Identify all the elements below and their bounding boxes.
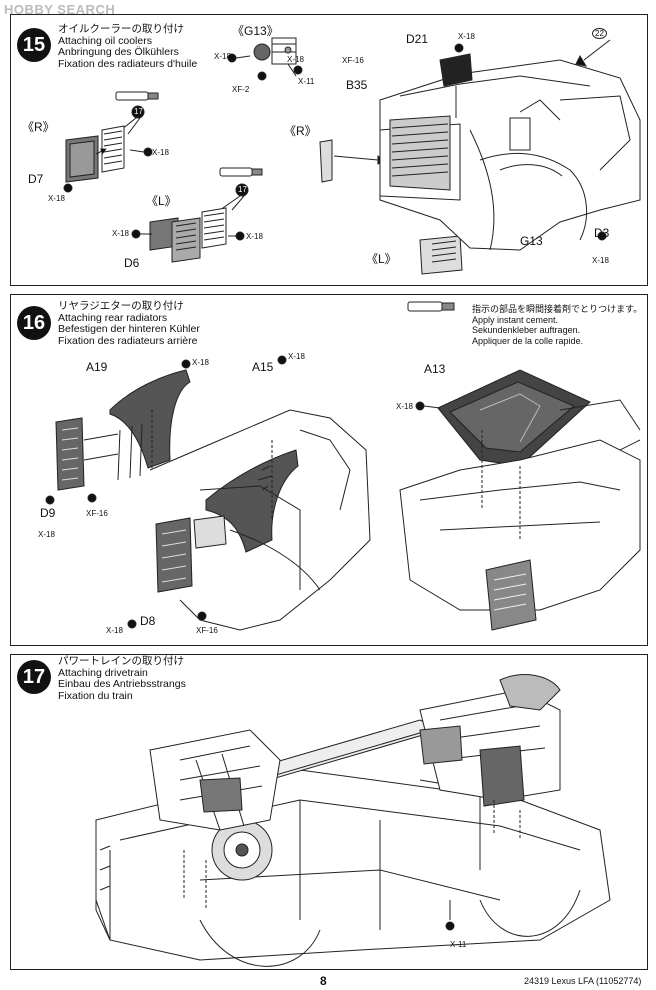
step-15-title-en: Attaching oil coolers xyxy=(58,34,152,47)
page-number: 8 xyxy=(320,974,327,988)
step-17-label-x11: X-11 xyxy=(450,940,467,949)
step-15-label-ref17-a: 17 xyxy=(134,107,143,116)
step-15-label-x18-e: X-18 xyxy=(112,229,129,238)
step-15-label-x18-b: X-18 xyxy=(287,55,304,64)
step-15-number: 15 xyxy=(17,28,51,62)
step-16-panel xyxy=(10,294,648,646)
step-15-titles: オイルクーラーの取り付け Attaching oil coolers Anbri… xyxy=(58,23,198,70)
step-15-label-g13-bracket: 《G13》 xyxy=(232,24,279,38)
step-15-label-d3: D3 xyxy=(594,226,610,240)
step-15-label-left-2: 《L》 xyxy=(366,252,397,266)
step-16-titles: リヤラジエターの取り付け Attaching rear radiators Be… xyxy=(58,300,200,347)
watermark: HOBBY SEARCH xyxy=(4,2,116,17)
step-16-cement-note: 指示の部品を瞬間接着剤でとりつけます。 Apply instant cement… xyxy=(472,304,642,346)
step-15-label-x18-h: X-18 xyxy=(592,256,609,265)
step-15-label-d7: D7 xyxy=(28,172,44,186)
step-15-label-x18-g: X-18 xyxy=(458,32,475,41)
step-17-panel xyxy=(10,654,648,970)
step-17-number: 17 xyxy=(17,660,51,694)
step-15-title-jp: オイルクーラーの取り付け xyxy=(58,23,184,35)
step-16-label-d8: D8 xyxy=(140,614,156,628)
step-15-illustration xyxy=(63,37,641,275)
step-15-label-g13: G13 xyxy=(520,234,543,248)
step-16-title-fr: Fixation des radiateurs arrière xyxy=(58,334,198,347)
step-16-title-jp: リヤラジエターの取り付け xyxy=(58,300,184,312)
step-16-title-en: Attaching rear radiators xyxy=(58,311,168,324)
step-16-label-x18-d: X-18 xyxy=(38,530,55,539)
step-15-label-ref22: 22 xyxy=(592,28,607,39)
step-16-note-fr: Appliquer de la colle rapide. xyxy=(472,335,584,346)
step-15-label-right-1: 《R》 xyxy=(22,120,55,134)
step-15-title-de: Anbringung des Ölkühlers xyxy=(58,46,179,58)
step-16-note-jp: 指示の部品を瞬間接着剤でとりつけます。 xyxy=(472,304,643,314)
step-16-number: 16 xyxy=(17,306,51,340)
step-16-label-d9: D9 xyxy=(40,506,56,520)
product-code: 24319 Lexus LFA (11052774) xyxy=(524,976,642,986)
step-17-title-en: Attaching drivetrain xyxy=(58,666,148,679)
step-15-label-xf16: XF-16 xyxy=(342,56,364,65)
step-16-label-a13: A13 xyxy=(424,362,446,376)
step-15-panel xyxy=(10,14,648,286)
step-16-label-x18-b: X-18 xyxy=(288,352,305,361)
step-15-label-d21: D21 xyxy=(406,32,429,46)
step-15-label-left-1: 《L》 xyxy=(146,194,177,208)
step-15-label-right-2: 《R》 xyxy=(284,124,317,138)
step-16-label-xf16-b: XF-16 xyxy=(196,626,218,635)
step-17-titles: パワートレインの取り付け Attaching drivetrain Einbau… xyxy=(58,655,186,702)
step-17-title-jp: パワートレインの取り付け xyxy=(58,655,184,667)
step-17-title-de: Einbau des Antriebsstrangs xyxy=(58,678,186,690)
step-17-title-fr: Fixation du train xyxy=(58,689,133,702)
step-15-label-x18-d: X-18 xyxy=(48,194,65,203)
step-15-label-ref17-b: 17 xyxy=(238,185,247,194)
step-16-note-en: Apply instant cement. xyxy=(472,314,559,325)
step-16-label-xf16-a: XF-16 xyxy=(86,509,108,518)
step-16-label-x18-e: X-18 xyxy=(106,626,123,635)
step-15-label-x18-c: X-18 xyxy=(152,148,169,157)
step-15-title-fr: Fixation des radiateurs d'huile xyxy=(58,57,198,70)
step-15-label-xf2: XF-2 xyxy=(232,85,250,94)
step-17-illustration xyxy=(95,674,611,967)
step-16-label-a19: A19 xyxy=(86,360,108,374)
step-16-label-x18-c: X-18 xyxy=(396,402,413,411)
step-15-label-x18-f: X-18 xyxy=(246,232,263,241)
step-16-illustration xyxy=(45,301,641,631)
step-16-label-a15: A15 xyxy=(252,360,274,374)
step-15-label-d6: D6 xyxy=(124,256,140,270)
step-16-label-x18-a: X-18 xyxy=(192,358,209,367)
step-15-label-x18-a: X-18 xyxy=(214,52,231,61)
step-15-label-x11: X-11 xyxy=(298,77,315,86)
step-16-title-de: Befestigen der hinteren Kühler xyxy=(58,323,200,335)
step-16-note-de: Sekundenkleber auftragen. xyxy=(472,325,581,335)
step-15-label-b35: B35 xyxy=(346,78,368,92)
